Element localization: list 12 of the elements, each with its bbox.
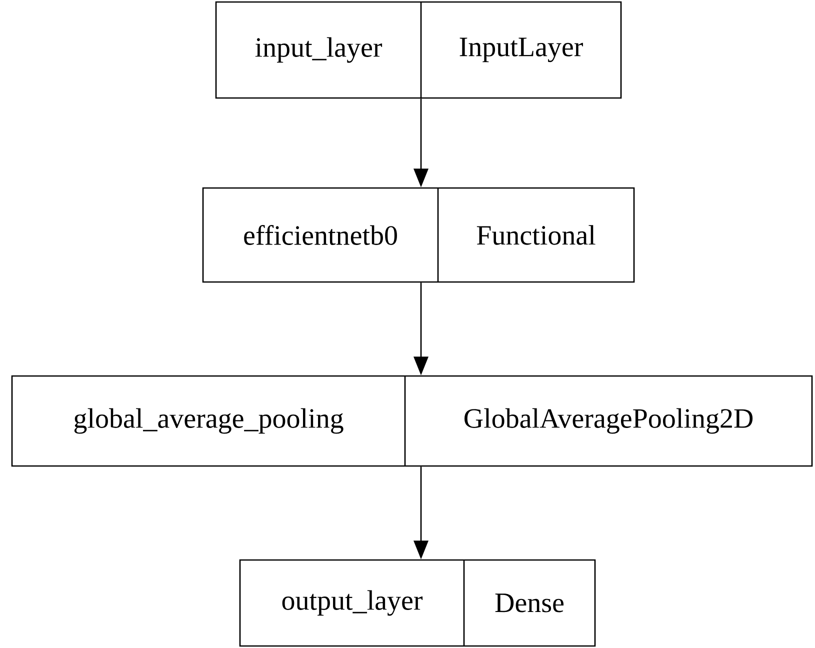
layer-box <box>11 375 813 467</box>
layer-type: GlobalAveragePooling2D <box>464 408 753 434</box>
layer-name: global_average_pooling <box>74 408 344 434</box>
layer-name: efficientnetb0 <box>244 224 397 245</box>
layer-name: output_layer <box>282 590 423 616</box>
layer-box <box>202 187 635 283</box>
layer-type: InputLayer <box>460 38 583 62</box>
layer-box <box>239 559 596 647</box>
layer-name: input_layer <box>255 37 382 63</box>
layer-box <box>215 1 622 99</box>
layer-type: Dense <box>495 594 564 612</box>
layer-type: Functional <box>476 225 596 245</box>
